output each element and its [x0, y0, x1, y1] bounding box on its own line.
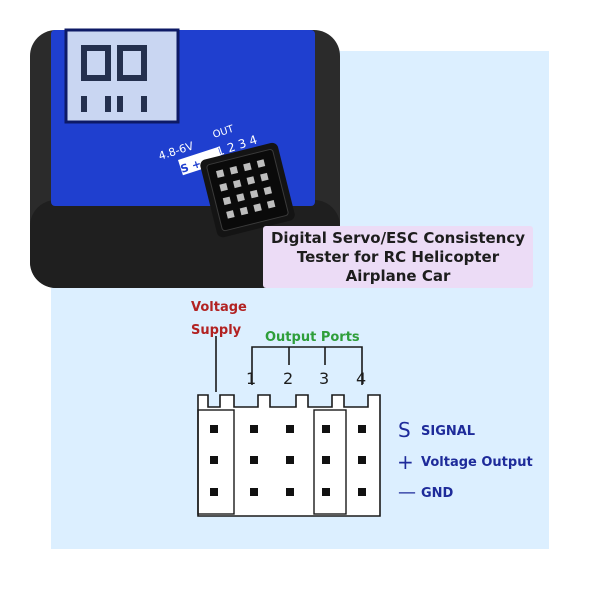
voltage-output-label: Voltage Output — [421, 455, 533, 470]
supply-column-box — [197, 409, 235, 515]
port-number-4: 4 — [356, 369, 367, 388]
signal-symbol: S — [398, 418, 411, 442]
voltage-supply-label-line2: Supply — [191, 323, 242, 338]
output-ports-label: Output Ports — [265, 330, 360, 345]
voltage-supply-label-line1: Voltage — [191, 300, 247, 315]
device-port-4: 4 — [247, 133, 259, 149]
connector-pins — [210, 425, 366, 496]
port-numbers-text: 1 2 3 4 — [215, 133, 259, 159]
device-port-3: 3 — [236, 136, 248, 152]
port-number-3: 3 — [319, 369, 330, 388]
output-bracket — [251, 346, 363, 385]
minus-symbol: — — [398, 482, 416, 503]
signal-label: SIGNAL — [421, 424, 476, 439]
port-number-2: 2 — [283, 369, 294, 388]
connector-outline — [197, 394, 381, 517]
plus-symbol: + — [397, 450, 414, 474]
caption-line-2: Tester for RC Helicopter — [296, 247, 500, 266]
port-number-1: 1 — [246, 369, 257, 388]
product-caption: Digital Servo/ESC Consistency Tester for… — [263, 226, 533, 288]
pin-header — [200, 142, 295, 238]
header-pins — [215, 159, 276, 219]
device-port-1: 1 — [215, 143, 227, 159]
device-port-2: 2 — [226, 140, 238, 156]
diagram-lines — [215, 336, 363, 392]
caption-line-3: Airplane Car — [345, 266, 451, 285]
gnd-label: GND — [421, 486, 454, 501]
port3-column-box — [313, 409, 347, 515]
pin-mark-box — [178, 147, 223, 176]
lcd-digits — [81, 45, 147, 112]
caption-line-1: Digital Servo/ESC Consistency — [270, 228, 526, 247]
